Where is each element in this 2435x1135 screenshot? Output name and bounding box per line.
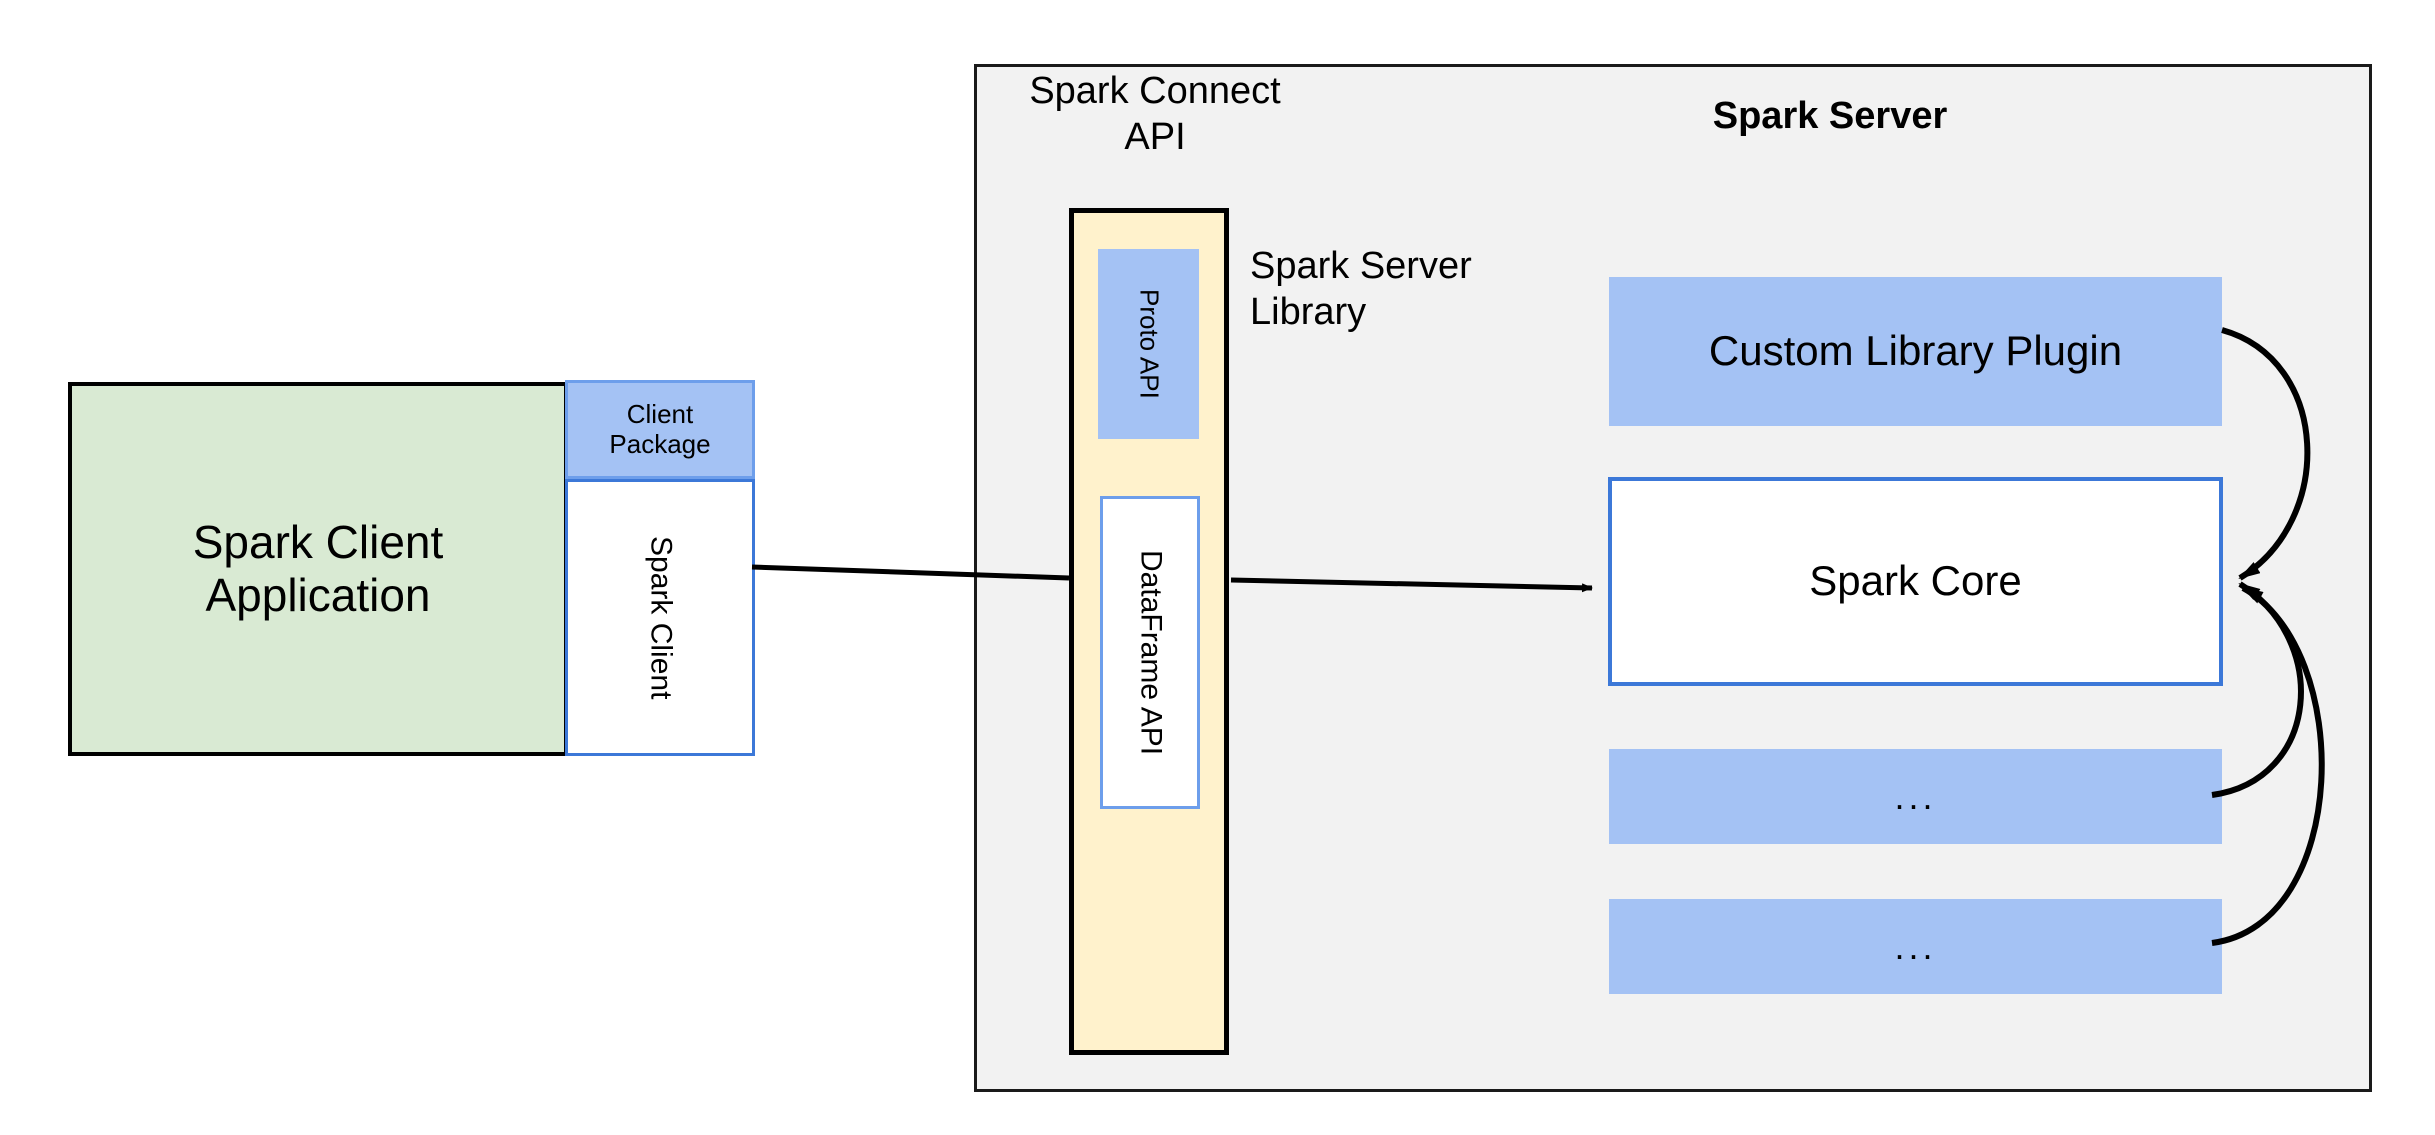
proto-api-box[interactable]: Proto API — [1098, 249, 1199, 439]
custom-library-plugin-box[interactable]: Custom Library Plugin — [1609, 277, 2222, 426]
ellipsis-box-1[interactable]: ... — [1609, 749, 2222, 844]
spark-client-label: Spark Client — [644, 535, 678, 700]
spark-client-box[interactable]: Spark Client — [565, 479, 755, 756]
ellipsis-label-1: ... — [1894, 775, 1937, 817]
spark-core-box[interactable]: Spark Core — [1608, 477, 2223, 686]
custom-library-plugin-label: Custom Library Plugin — [1708, 327, 2123, 375]
dataframe-api-label: DataFrame API — [1134, 549, 1168, 756]
ellipsis-label-2: ... — [1894, 925, 1937, 967]
spark-client-application-box[interactable]: Spark Client Application — [68, 382, 568, 756]
client-package-box[interactable]: Client Package — [565, 380, 755, 479]
spark-client-application-label: Spark Client Application — [192, 516, 444, 621]
ellipsis-box-2[interactable]: ... — [1609, 899, 2222, 994]
client-package-label: Client Package — [609, 398, 711, 459]
spark-server-library-label: Spark Server Library — [1250, 245, 1472, 334]
dataframe-api-box[interactable]: DataFrame API — [1100, 496, 1200, 809]
spark-core-label: Spark Core — [1809, 557, 2022, 605]
spark-connect-api-label: Spark Connect API — [1029, 70, 1281, 159]
spark-server-title: Spark Server — [1712, 95, 1948, 137]
proto-api-label: Proto API — [1134, 289, 1165, 399]
